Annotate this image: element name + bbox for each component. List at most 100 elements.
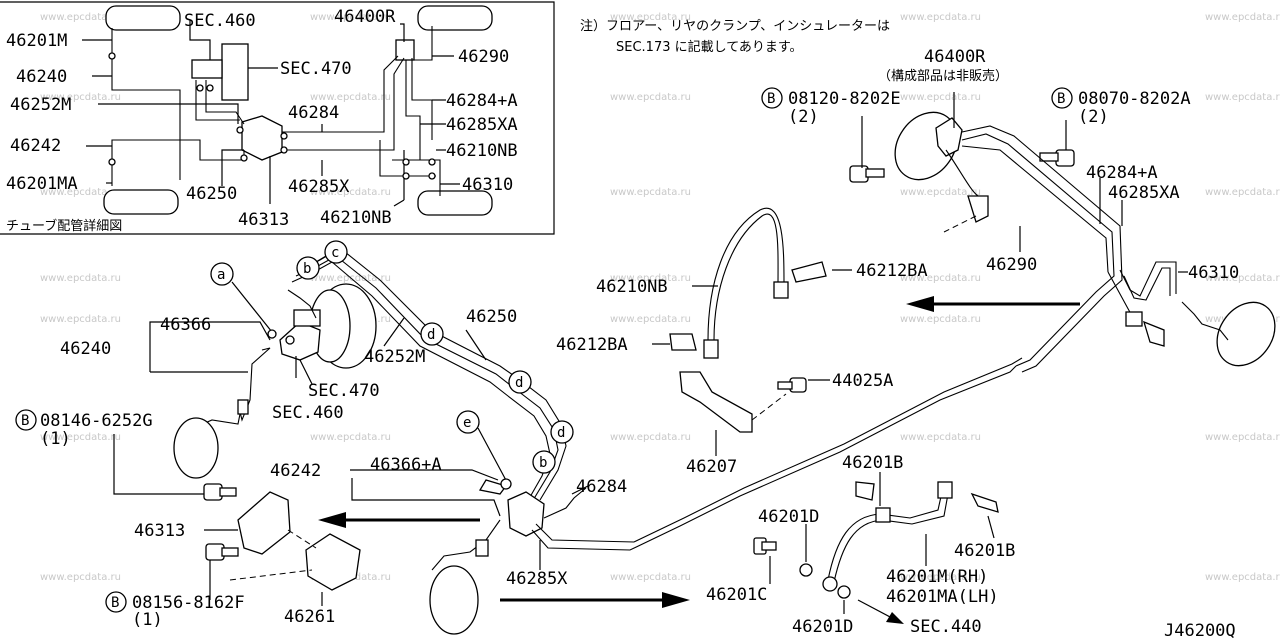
fitting [237, 399, 249, 415]
tube-mc-to-abs [205, 80, 245, 125]
46400r-valve [935, 117, 963, 157]
arrow-head-icon [318, 512, 346, 528]
inset-label-sec460: SEC.460 [184, 11, 256, 31]
callout-e-letter: e [463, 415, 471, 431]
callout-d-1 [420, 322, 444, 346]
bolt-44025a-shank [777, 381, 793, 390]
hose-46201m [827, 491, 943, 581]
inset-caption: チューブ配管詳細図 [6, 218, 122, 234]
hose-46210nb-body [713, 213, 779, 341]
bolt-marker-letter: B [21, 413, 29, 429]
watermark: www.epcdata.ru [610, 187, 691, 198]
wheel-front-left [105, 5, 181, 31]
watermark-layer: www.epcdata.ru www.epcdata.ru www.epcdat… [40, 12, 1280, 583]
watermark: www.epcdata.ru [310, 187, 391, 198]
rear-clip [1142, 320, 1165, 347]
inset-label-46201ma: 46201MA [6, 174, 78, 194]
bracket-46207 [679, 371, 753, 433]
watermark: www.epcdata.ru [310, 92, 391, 103]
inset-joint [428, 158, 436, 166]
inset-label-46284: 46284 [288, 103, 339, 123]
abs-unit-46313 [237, 491, 291, 555]
clip-46212ba-left [669, 333, 697, 351]
inset-label-sec470: SEC.470 [280, 59, 352, 79]
leader [350, 469, 499, 481]
wheel-rear-right [417, 190, 493, 216]
label-sec440: SEC.440 [910, 617, 982, 637]
bracket-dash [943, 215, 977, 233]
watermark: www.epcdata.ru [40, 432, 121, 443]
leader [393, 199, 405, 207]
label-46310: 46310 [1188, 263, 1239, 283]
leader [113, 434, 204, 495]
label-46210nb: 46210NB [596, 277, 668, 297]
watermark: www.epcdata.ru [900, 12, 981, 23]
arrow-head-icon [662, 592, 690, 608]
hose-fitting [875, 507, 891, 523]
label-08146-qty: (1) [40, 429, 71, 449]
inset-joint [402, 172, 410, 180]
label-08146-6252g: 08146-6252G [40, 411, 153, 431]
label-46212ba-left: 46212BA [556, 335, 628, 355]
washer-46201d-bottom [837, 585, 851, 599]
watermark: www.epcdata.ru [40, 273, 121, 284]
bolt-08146-shank [219, 487, 237, 497]
bolt-marker-letter: B [1057, 91, 1065, 107]
watermark: www.epcdata.ru [40, 12, 121, 23]
pipe-46310-b [1123, 267, 1171, 301]
inset-joint [280, 132, 288, 140]
label-46201c: 46201C [706, 585, 767, 605]
callout-d-2 [508, 370, 532, 394]
bolt-head-icon [849, 165, 869, 183]
callout-b-letter: b [303, 261, 311, 277]
callout-b-letter: b [539, 455, 547, 471]
clip-46366a-ring [500, 478, 512, 490]
inset-joint [240, 154, 248, 162]
leader [571, 485, 589, 495]
callout-b-2 [532, 450, 556, 474]
bolt-shank-icon [1039, 152, 1059, 162]
pipe-46285xa [961, 133, 1115, 367]
hose-fitting [773, 281, 789, 299]
leader [221, 149, 244, 186]
callout-d-3 [550, 420, 574, 444]
leader [383, 317, 405, 347]
front-hose-group [753, 472, 999, 614]
watermark: www.epcdata.ru [900, 572, 981, 583]
callout-a [210, 262, 234, 286]
inset-border [0, 1, 555, 235]
master-cylinder [191, 59, 223, 79]
pipe-rear-caliper [1181, 301, 1229, 341]
inset-joint [108, 158, 116, 166]
abs-junction-46284 [507, 491, 545, 537]
abs-unit-group [113, 434, 361, 606]
bolt-head-icon [1055, 149, 1075, 167]
front-left-disc [429, 565, 479, 635]
inset-label-46285xa: 46285XA [446, 115, 518, 135]
label-46201b-right: 46201B [954, 541, 1015, 561]
tube-46242 [111, 139, 245, 186]
arrow-head-icon [906, 296, 934, 312]
pipe-46285x-long-2 [535, 357, 1023, 543]
watermark: www.epcdata.ru [900, 314, 981, 325]
label-44025a: 44025A [832, 371, 893, 391]
tube-46290 [414, 26, 433, 61]
inset-joint [428, 172, 436, 180]
clip-46201b-right [970, 492, 999, 513]
tube-46210nb-rear [379, 140, 436, 177]
label-46285x: 46285X [506, 569, 568, 589]
inset-joint [108, 52, 116, 60]
hose-46210nb [652, 207, 852, 359]
leader [400, 23, 405, 42]
note-line-2: SEC.173 に記載してあります。 [616, 39, 803, 55]
inset-joint [280, 146, 288, 154]
inset-label-46242: 46242 [10, 136, 61, 156]
watermark: www.epcdata.ru [1205, 273, 1280, 284]
inset-label-46285x: 46285X [288, 177, 350, 197]
watermark: www.epcdata.ru [1205, 572, 1280, 583]
label-46400r: 46400R [924, 47, 986, 67]
bracket-46207-group [679, 371, 830, 456]
label-46252m: 46252M [364, 347, 425, 367]
leader [477, 427, 509, 485]
